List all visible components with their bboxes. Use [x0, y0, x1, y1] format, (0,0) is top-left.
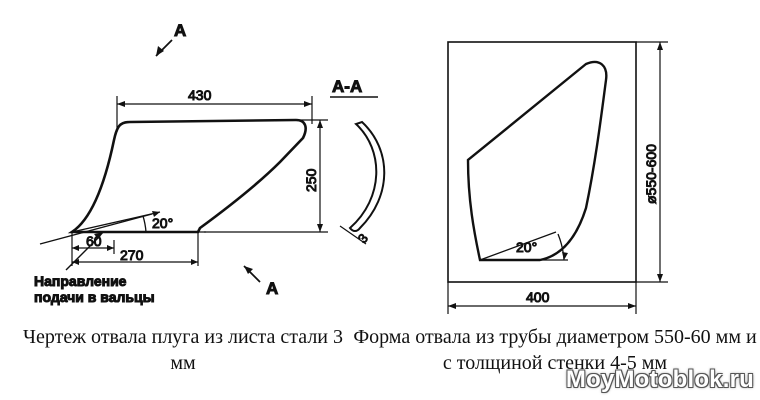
section-marker-top-label: A: [174, 21, 186, 40]
section-title: А-А: [332, 77, 362, 96]
dim-430: [116, 96, 313, 132]
left-drawing: 430 250 60 270 20°: [34, 21, 386, 306]
angle-20-right-label: 20°: [516, 239, 537, 255]
thickness-label: 3: [355, 231, 371, 246]
section-marker-bottom: [243, 265, 261, 283]
watermark: MoyMotoblok.ru: [565, 366, 754, 393]
pipe-moldboard-outline: [466, 60, 608, 262]
angle-20-left: [71, 211, 206, 233]
dim-430-label: 430: [188, 87, 212, 103]
feed-label-line2: подачи в вальцы: [34, 289, 155, 305]
section-marker-top: [155, 39, 173, 57]
section-profile: [348, 120, 386, 232]
dim-bottom: [71, 232, 199, 266]
angle-20-right: [479, 231, 568, 261]
feed-label-line1: Направление: [34, 273, 127, 289]
dim-250: [204, 119, 328, 233]
dim-400: [447, 282, 637, 314]
dim-400-label: 400: [526, 289, 550, 305]
angle-20-left-label: 20°: [152, 215, 173, 231]
feed-direction-arrow: [39, 213, 153, 271]
right-drawing: 20° 400 ø550-600: [447, 41, 668, 314]
caption-left: Чертеж отвала плуга из листа стали 3 мм: [23, 326, 343, 374]
thickness-leader: [339, 225, 367, 245]
moldboard-outline: [67, 118, 307, 234]
section-marker-bottom-label: A: [266, 279, 278, 298]
dim-270-label: 270: [120, 247, 144, 263]
caption-right: Форма отвала из трубы диаметром 550-60 м…: [353, 326, 757, 374]
dim-250-label: 250: [303, 168, 319, 192]
dim-diameter: [636, 41, 668, 283]
sheet-outline: [447, 41, 637, 283]
dim-diameter-label: ø550-600: [643, 144, 659, 204]
